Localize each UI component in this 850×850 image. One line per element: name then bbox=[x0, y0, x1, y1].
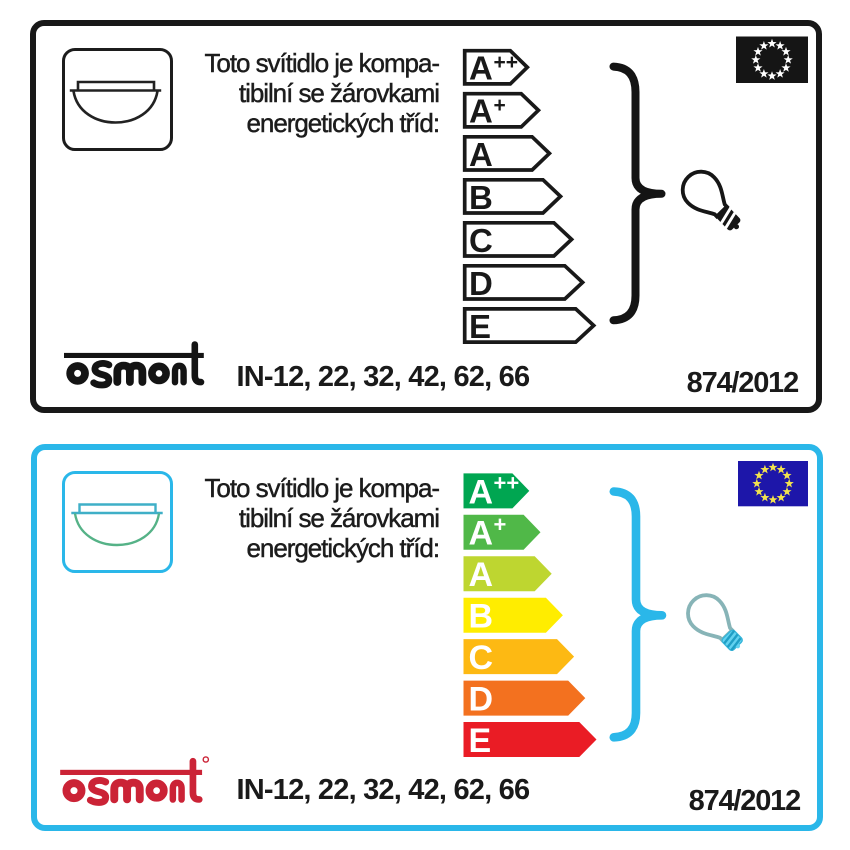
svg-text:A: A bbox=[469, 473, 494, 511]
svg-text:A: A bbox=[469, 515, 494, 553]
svg-text:B: B bbox=[469, 598, 494, 636]
svg-text:A: A bbox=[469, 93, 493, 130]
svg-text:+: + bbox=[494, 94, 506, 117]
svg-text:B: B bbox=[469, 179, 493, 216]
svg-text:E: E bbox=[469, 308, 491, 345]
svg-text:D: D bbox=[469, 265, 493, 302]
svg-text:A: A bbox=[469, 50, 493, 87]
svg-text:A: A bbox=[469, 556, 494, 594]
svg-text:+: + bbox=[494, 512, 507, 537]
svg-text:C: C bbox=[469, 222, 493, 259]
svg-text:E: E bbox=[469, 722, 492, 760]
svg-text:++: ++ bbox=[494, 51, 519, 74]
svg-text:C: C bbox=[469, 639, 494, 677]
svg-text:++: ++ bbox=[494, 471, 520, 496]
svg-text:A: A bbox=[469, 136, 493, 173]
svg-text:D: D bbox=[469, 681, 494, 719]
